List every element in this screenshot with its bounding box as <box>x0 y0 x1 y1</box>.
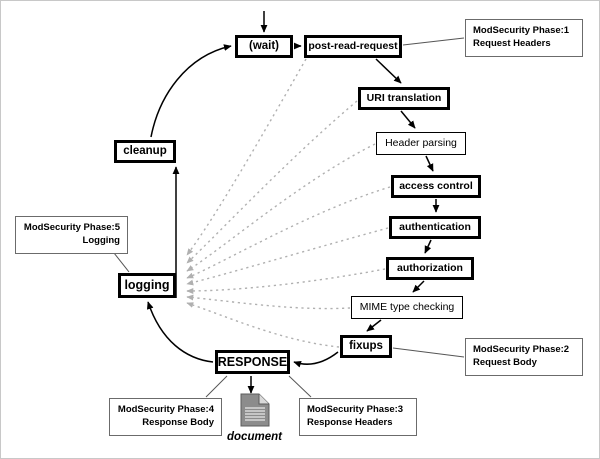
node-post-read-request[interactable]: post-read-request <box>304 35 402 58</box>
document-icon <box>240 393 270 427</box>
logging-edge-header <box>186 143 376 272</box>
document-icon-label: document <box>227 431 282 443</box>
note-modsecurity-phase-3: ModSecurity Phase:3 Response Headers <box>299 398 417 436</box>
note-modsecurity-phase-4: ModSecurity Phase:4 Response Body <box>109 398 222 436</box>
note-phase5-line2: Logging <box>82 234 120 246</box>
logging-edge-authz <box>186 268 386 294</box>
node-authorization[interactable]: authorization <box>386 257 474 280</box>
note-phase4-line1: ModSecurity Phase:4 <box>117 404 214 415</box>
flow-edge-response-logging <box>146 301 214 363</box>
note-leader-phase3 <box>288 375 312 398</box>
flow-edge-group <box>146 11 440 394</box>
node-authentication[interactable]: authentication <box>389 216 481 239</box>
logging-edge-prr <box>186 58 307 256</box>
note-phase5-line1: ModSecurity Phase:5 <box>23 222 120 233</box>
node-logging[interactable]: logging <box>118 273 176 298</box>
node-mime-type-checking[interactable]: MIME type checking <box>351 296 463 319</box>
note-phase1-line1: ModSecurity Phase:1 <box>473 25 570 36</box>
flow-edge-fixups-response <box>293 351 339 368</box>
flow-edge-cleanup-wait <box>150 44 232 138</box>
note-leader-phase5 <box>113 252 130 273</box>
note-phase3-line1: ModSecurity Phase:3 <box>307 404 404 415</box>
note-phase2-line2: Request Body <box>473 356 537 368</box>
node-fixups[interactable]: fixups <box>340 335 392 358</box>
note-phase2-line1: ModSecurity Phase:2 <box>473 344 570 355</box>
note-leader-group <box>113 37 465 398</box>
note-leader-phase4 <box>205 375 228 398</box>
flow-edge-prr-uri <box>375 58 402 84</box>
note-leader-phase2 <box>392 347 465 358</box>
node-access-control[interactable]: access control <box>391 175 481 198</box>
logging-edge-fixups <box>186 302 340 348</box>
flow-edge-authn-authz <box>424 239 432 254</box>
flow-edge-authz-mime <box>412 280 425 293</box>
note-modsecurity-phase-5: ModSecurity Phase:5 Logging <box>15 216 128 254</box>
logging-edge-uri <box>186 100 358 264</box>
node-cleanup[interactable]: cleanup <box>114 140 176 163</box>
logging-edge-mime <box>186 294 351 310</box>
logging-edge-authn <box>186 227 389 286</box>
note-phase4-line2: Response Body <box>142 416 214 428</box>
flow-edge-header-access <box>425 155 434 172</box>
flow-edge-mime-fixups <box>366 319 382 332</box>
logging-edge-access <box>186 186 391 279</box>
logging-edge-group <box>186 58 391 348</box>
node-wait[interactable]: (wait) <box>235 35 293 58</box>
note-modsecurity-phase-2: ModSecurity Phase:2 Request Body <box>465 338 583 376</box>
node-uri-translation[interactable]: URI translation <box>358 87 450 110</box>
note-phase3-line2: Response Headers <box>307 416 393 428</box>
note-leader-phase1 <box>402 37 465 46</box>
note-modsecurity-phase-1: ModSecurity Phase:1 Request Headers <box>465 19 583 57</box>
note-phase1-line2: Request Headers <box>473 37 551 49</box>
node-header-parsing[interactable]: Header parsing <box>376 132 466 155</box>
node-response[interactable]: RESPONSE <box>215 350 290 374</box>
flow-edge-uri-header <box>400 110 416 129</box>
